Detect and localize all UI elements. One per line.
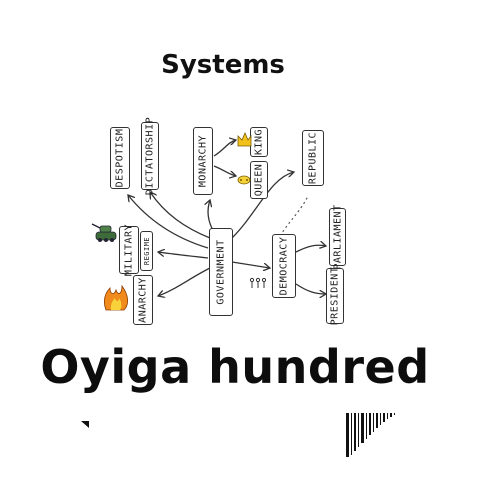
arrow-to-anarchy — [158, 267, 211, 296]
democracy-node: DEMOCRACY — [272, 234, 296, 298]
queen-crown-icon — [237, 175, 251, 185]
arrow-to-military — [158, 252, 209, 259]
tank-icon — [91, 223, 117, 242]
headline-text: Oyiga hundred — [40, 340, 430, 394]
fire-icon — [103, 284, 128, 311]
despotism-node: DESPOTISM — [110, 127, 130, 189]
arrow-to-dictatorship — [150, 192, 211, 239]
page-title: Systems — [161, 50, 285, 80]
dictatorship-node: DICTATORSHIP — [141, 117, 159, 195]
barcode-icon — [346, 413, 395, 457]
queen-node: QUEEN — [250, 161, 268, 199]
republic-node: REPUBLIC — [302, 130, 324, 186]
arrow-to-king — [213, 140, 236, 157]
corner-mark-icon — [81, 421, 89, 428]
parliament-node: PARLIAMENT — [329, 204, 346, 270]
arrow-to-queen — [213, 165, 236, 176]
people-icon — [249, 277, 267, 288]
arrow-to-president — [295, 283, 326, 294]
crown-icon — [237, 131, 252, 147]
president-node: PRESIDENT — [326, 267, 344, 325]
anarchy-node: ANARCHY — [133, 275, 153, 325]
government-node: GOVERNMENT — [209, 228, 233, 316]
arrow-to-despotism — [128, 195, 209, 249]
regime-node: REGIME — [140, 231, 153, 271]
military-node: MILITARY — [119, 224, 139, 276]
arrow-to-democracy — [231, 261, 270, 268]
monarchy-node: MONARCHY — [193, 127, 213, 195]
arrow-to-parliament — [295, 245, 326, 253]
